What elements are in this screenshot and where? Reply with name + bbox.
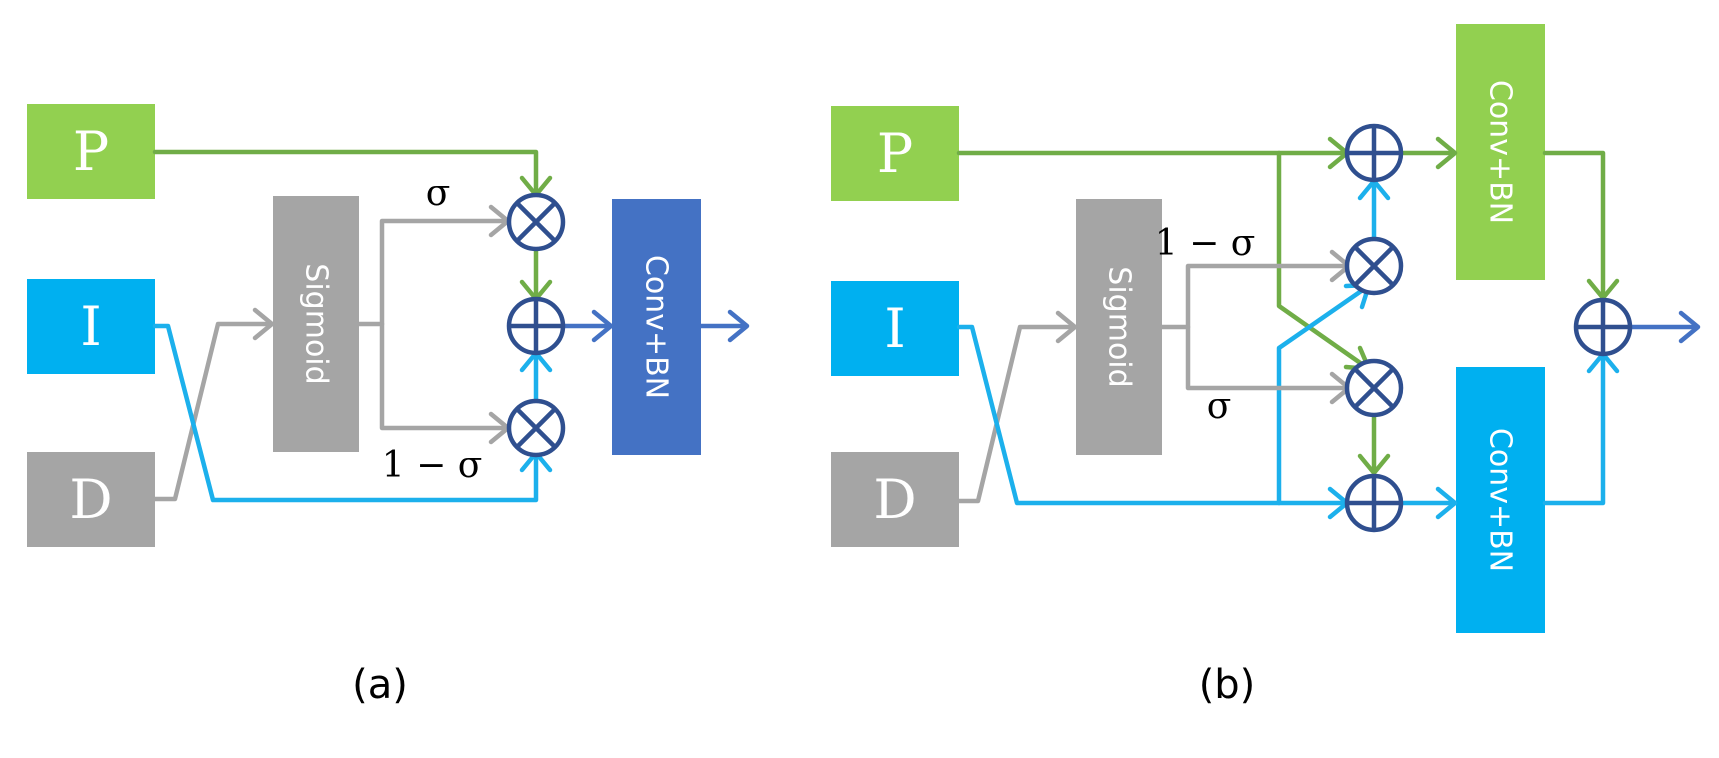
d-arrowhead: [252, 307, 275, 341]
sigmoid-box: [273, 196, 359, 452]
multiply-node-top: [506, 192, 566, 252]
input-i-label: I: [80, 295, 101, 358]
d-wire: [956, 324, 1076, 504]
conv-bn-bottom-label: Conv+BN: [1483, 428, 1518, 572]
caption-b: (b): [1199, 662, 1256, 708]
sigmoid-label: Sigmoid: [299, 263, 334, 384]
input-d-box: [831, 452, 959, 547]
multiply-node-lower: [1344, 358, 1404, 418]
conv-bn-box: [612, 199, 701, 455]
add-node-top: [1344, 123, 1404, 183]
one-minus-sigma-wire: [379, 321, 508, 431]
sigma-label: σ: [426, 173, 451, 214]
conv-bottom-output-wire: [1542, 354, 1606, 506]
caption-a: (a): [352, 662, 408, 708]
panel-b: P I D Sigmoid Conv+BN Conv+BN: [831, 24, 1701, 708]
conv-output-arrowhead: [727, 309, 750, 343]
add-to-conv-arrowhead: [591, 309, 614, 343]
input-p-label: P: [877, 122, 913, 185]
input-i-box: [831, 281, 959, 376]
d-arrowhead: [1055, 310, 1078, 344]
i-branch-wire: [1276, 284, 1370, 506]
d-wire: [152, 321, 273, 502]
one-minus-sigma-wire: [1159, 263, 1349, 330]
input-d-label: D: [873, 468, 916, 531]
sigmoid-label: Sigmoid: [1102, 266, 1137, 387]
sigma-wire: [356, 218, 508, 327]
add-bottom-to-conv-arrowhead: [1435, 486, 1458, 520]
conv-bn-top-box: [1456, 24, 1545, 280]
input-p-box: [831, 106, 959, 201]
conv-bn-label: Conv+BN: [639, 255, 674, 399]
add-node: [506, 296, 566, 356]
input-p-box: [27, 104, 155, 199]
input-d-label: D: [69, 468, 112, 531]
input-p-label: P: [73, 120, 109, 183]
one-minus-sigma-label: 1 − σ: [382, 445, 483, 486]
input-d-box: [27, 452, 155, 547]
final-output-arrowhead: [1678, 310, 1701, 344]
input-i-label: I: [884, 297, 905, 360]
multiply-node-upper: [1344, 236, 1404, 296]
input-i-box: [27, 279, 155, 374]
conv-top-output-wire: [1542, 150, 1606, 298]
p-wire: [152, 149, 539, 196]
multiply-node-bottom: [506, 398, 566, 458]
p-branch-wire: [1276, 150, 1369, 370]
mult-lower-to-add-arrowhead: [1357, 453, 1391, 476]
conv-bn-bottom-box: [1456, 367, 1545, 633]
panel-a: P I D Sigmoid Conv+BN: [27, 104, 750, 708]
add-top-to-conv-arrowhead: [1435, 136, 1458, 170]
conv-bn-top-label: Conv+BN: [1483, 80, 1518, 224]
one-minus-sigma-label: 1 − σ: [1155, 223, 1256, 264]
add-node-bottom: [1344, 473, 1404, 533]
add-node-final: [1573, 297, 1633, 357]
i-wire: [956, 324, 1347, 506]
i-wire: [152, 323, 539, 503]
sigma-label: σ: [1207, 386, 1232, 427]
sigma-wire: [1185, 324, 1349, 391]
sigmoid-box: [1076, 199, 1162, 455]
